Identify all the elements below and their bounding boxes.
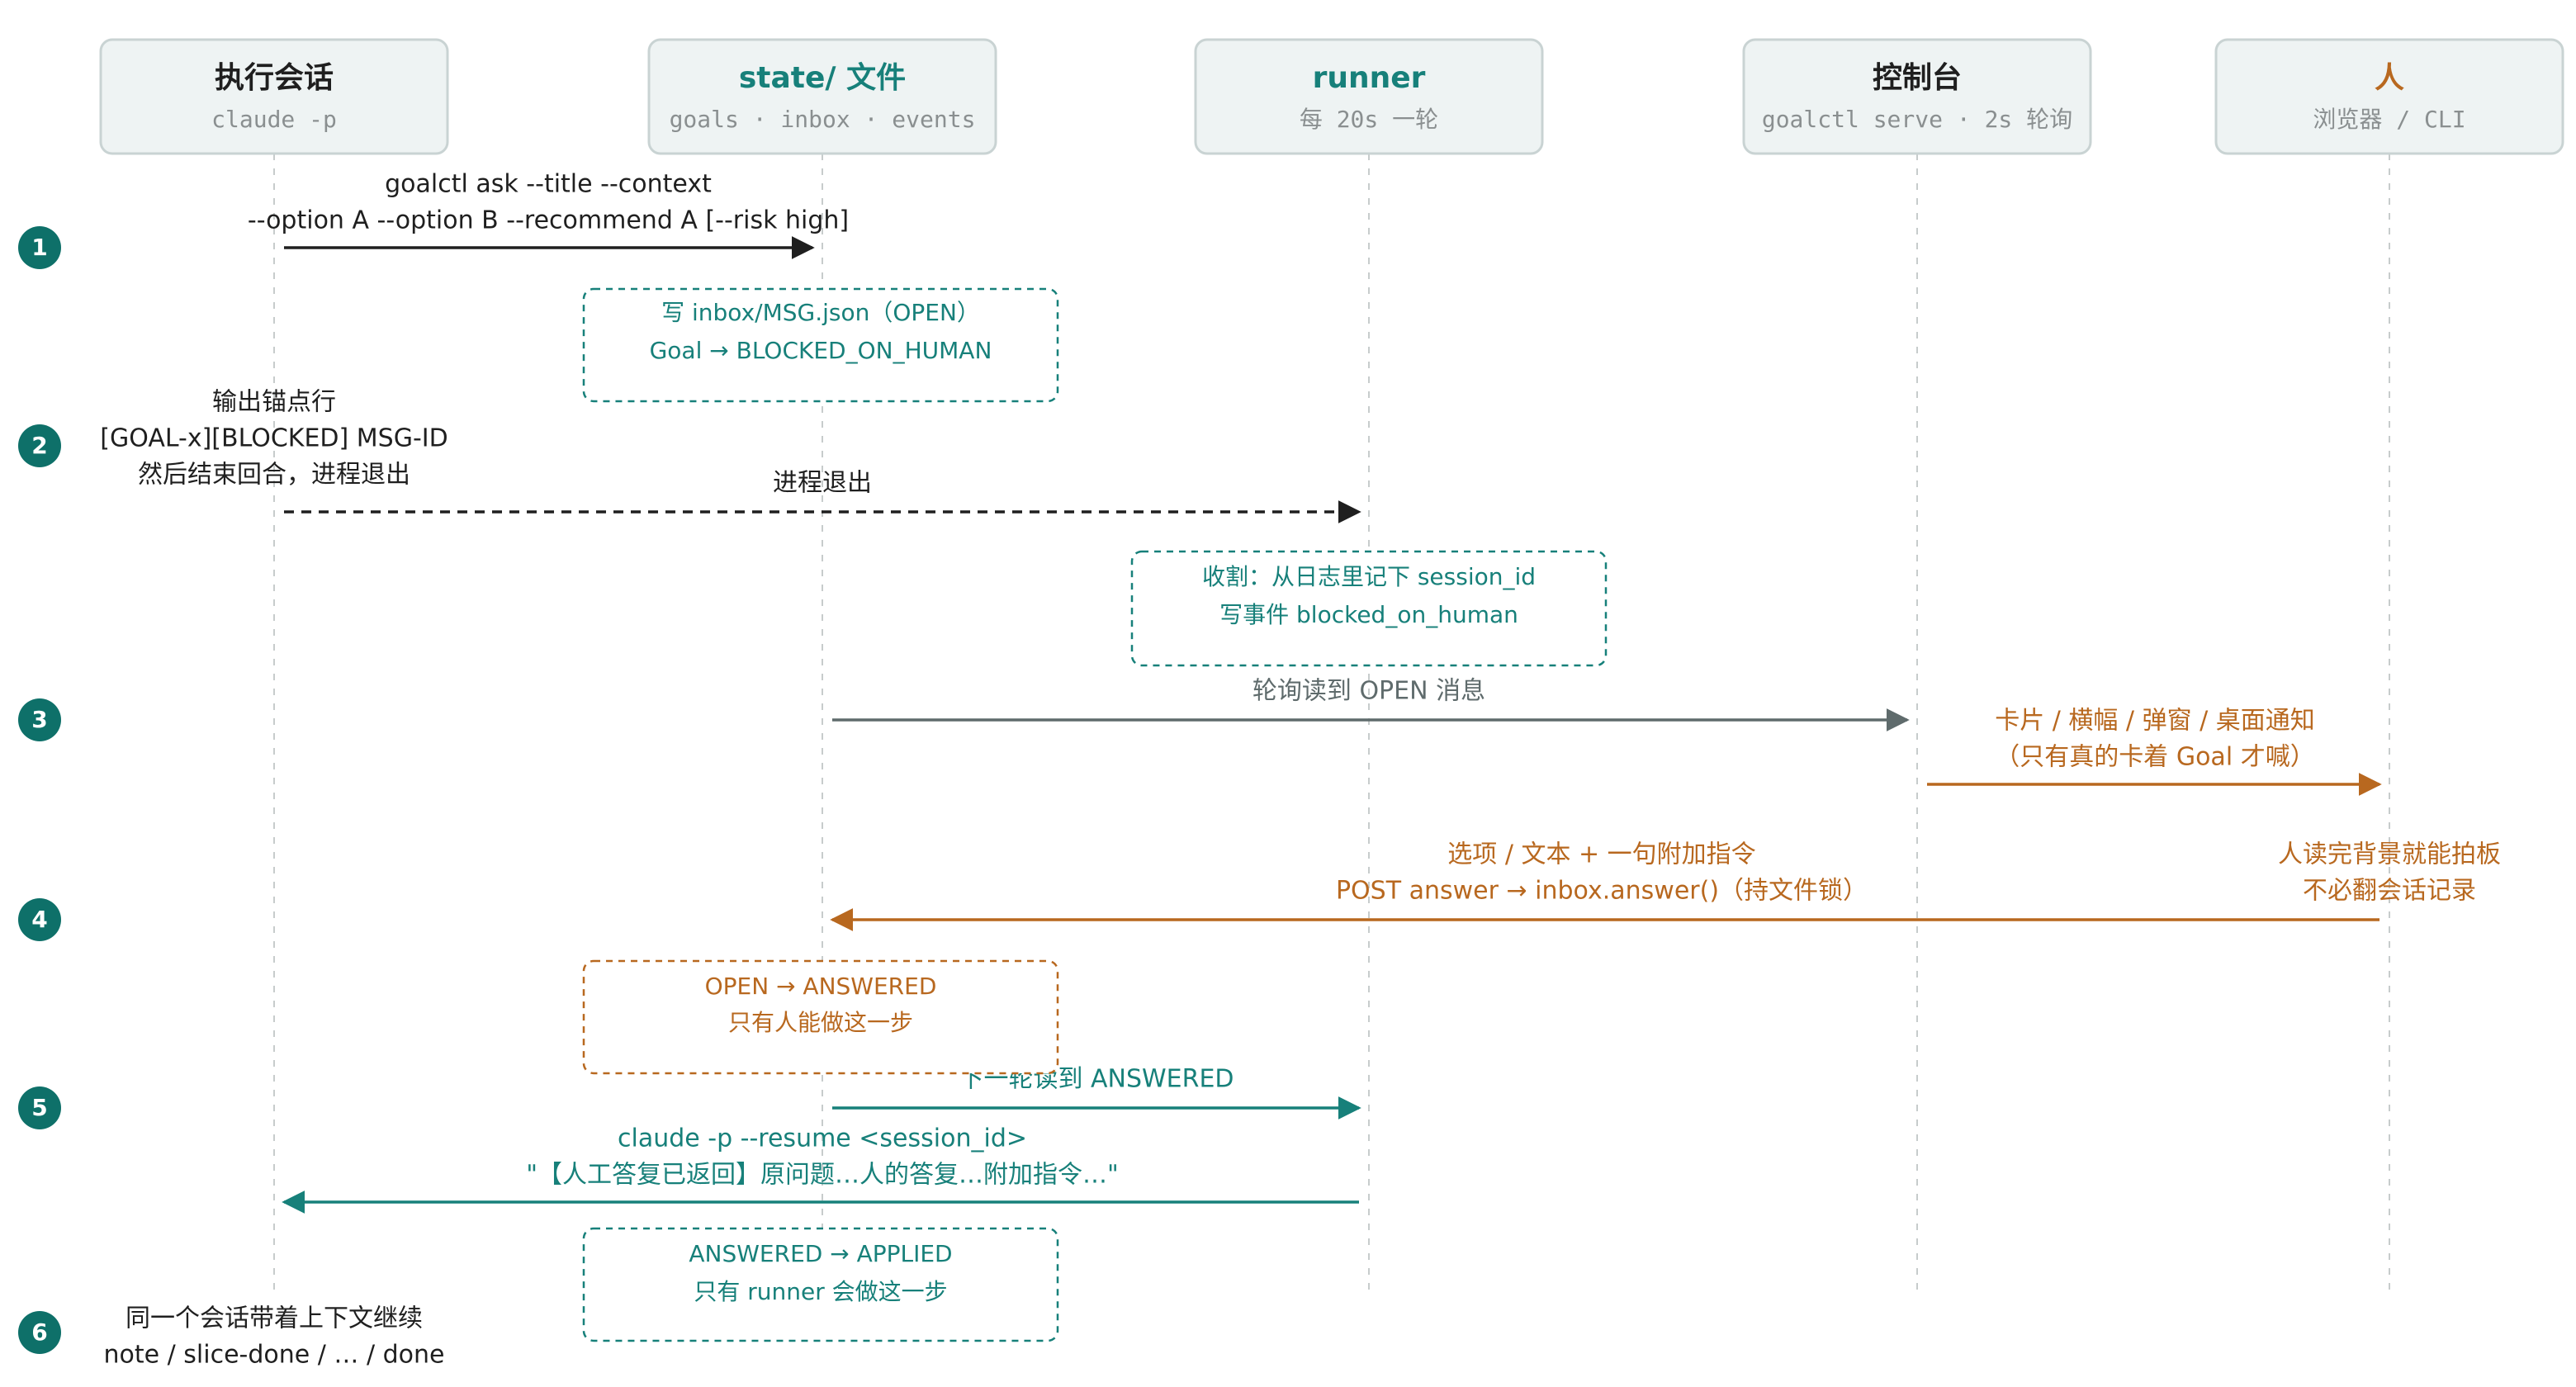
lane-header-3	[1742, 38, 2092, 155]
lane-subtitle: claude -p	[211, 106, 337, 133]
note-text: OPEN → ANSWERED	[705, 973, 937, 1000]
lane-subtitle: goalctl serve · 2s 轮询	[1762, 106, 2072, 133]
lane-header-2	[1194, 38, 1544, 155]
lane-title: 人	[2375, 61, 2404, 95]
annotation-text: 同一个会话带着上下文继续	[125, 1304, 423, 1333]
step-number: 2	[31, 432, 47, 459]
step-badge-2	[18, 424, 61, 467]
note-box-3	[582, 959, 1059, 1075]
annotation-text: 人读完背景就能拍板	[2278, 840, 2501, 869]
note-box-2	[1130, 550, 1608, 667]
note-box-1	[582, 287, 1059, 403]
message-label: claude -p --resume <session_id>	[618, 1124, 1027, 1153]
step-badge-1	[18, 226, 61, 269]
lane-subtitle: goals · inbox · events	[670, 106, 976, 133]
note-text: 写 inbox/MSG.json（OPEN）	[661, 299, 980, 326]
message-label: --option A --option B --recommend A [--r…	[248, 206, 849, 235]
annotation-text: [GOAL-x][BLOCKED] MSG-ID	[100, 424, 447, 453]
step-badge-6	[18, 1311, 61, 1354]
lane-subtitle: 每 20s 一轮	[1300, 106, 1438, 133]
message-label: "【人工答复已返回】原问题…人的答复…附加指令…"	[526, 1161, 1119, 1190]
note-text: ANSWERED → APPLIED	[689, 1240, 952, 1267]
message-label: 卡片 / 横幅 / 弹窗 / 桌面通知	[1995, 707, 2315, 736]
lane-header-4	[2214, 38, 2564, 155]
message-label: 选项 / 文本 + 一句附加指令	[1447, 840, 1755, 869]
note-text: 只有人能做这一步	[728, 1009, 913, 1036]
lane-title: 执行会话	[215, 61, 334, 95]
message-label: 进程退出	[773, 469, 872, 498]
step-number: 6	[31, 1318, 47, 1346]
annotation-text: 不必翻会话记录	[2303, 877, 2476, 906]
note-box-4	[582, 1227, 1059, 1342]
step-number: 3	[31, 706, 47, 733]
step-badge-5	[18, 1086, 61, 1129]
lane-subtitle: 浏览器 / CLI	[2313, 106, 2465, 133]
step-number: 1	[31, 234, 47, 261]
lane-title: state/ 文件	[739, 61, 906, 95]
note-text: 收割：从日志里记下 session_id	[1202, 563, 1536, 590]
step-number: 5	[31, 1094, 47, 1121]
note-text: Goal → BLOCKED_ON_HUMAN	[650, 337, 992, 364]
note-text: 写事件 blocked_on_human	[1219, 601, 1518, 628]
step-badge-4	[18, 898, 61, 941]
annotation-text: note / slice-done / … / done	[104, 1341, 445, 1370]
message-label: 轮询读到 OPEN 消息	[1252, 677, 1485, 706]
lane-title: 控制台	[1873, 61, 1962, 95]
message-label: POST answer → inbox.answer()（持文件锁）	[1336, 877, 1868, 906]
lane-header-1	[647, 38, 997, 155]
annotation-text: 然后结束回合，进程退出	[138, 461, 410, 490]
annotation-text: 输出锚点行	[212, 388, 336, 417]
note-text: 只有 runner 会做这一步	[694, 1278, 947, 1305]
step-number: 4	[31, 906, 47, 933]
step-badge-3	[18, 698, 61, 741]
message-label: （只有真的卡着 Goal 才喊）	[1995, 743, 2314, 772]
message-label: goalctl ask --title --context	[385, 170, 712, 199]
lane-header-0	[99, 38, 449, 155]
lane-title: runner	[1313, 61, 1426, 95]
